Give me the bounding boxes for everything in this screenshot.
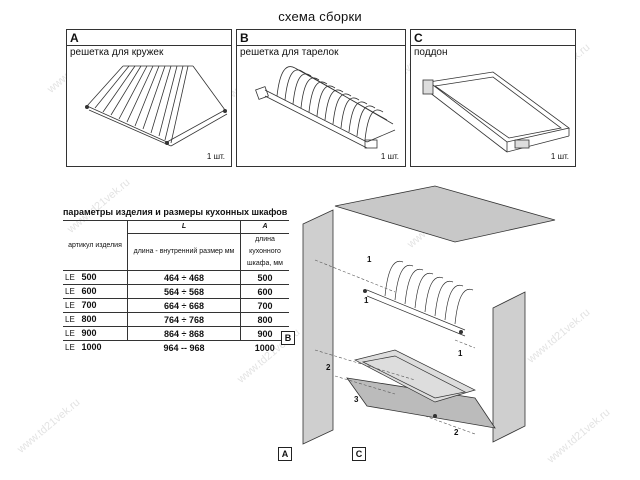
panel-a: A решетка для кружек 1 шт. [66, 29, 232, 167]
panel-c: C поддон 1 шт. [410, 29, 576, 167]
watermark-text: www.td21vek.ru [15, 396, 83, 456]
article-prefix: LE [65, 315, 75, 324]
screw-points [363, 289, 463, 418]
panel-letter: A [70, 31, 79, 45]
cabinet-caption: длина кухонного шкафа, мм [240, 233, 289, 271]
panel-label: решетка для кружек [70, 47, 164, 58]
cabinet-length: 700 [240, 298, 289, 313]
panel-letter: B [240, 31, 249, 45]
article-prefix: LE [65, 301, 75, 310]
article-prefix: LE [65, 329, 75, 338]
tray-drawing [422, 71, 570, 153]
length-range: 764 ÷ 768 [127, 312, 241, 327]
parameters-table: артикул изделия L A длина - внутренний р… [63, 220, 289, 354]
plate-rack-drawing [255, 66, 396, 149]
step-number: 2 [454, 428, 459, 437]
article-prefix: LE [65, 343, 75, 352]
cabinet-length: 500 [240, 270, 289, 285]
assembly-drawing [302, 185, 556, 445]
article-prefix: LE [65, 273, 75, 282]
cup-rack-drawing [85, 65, 228, 147]
table-row: LE 900 864 ÷ 868 900 [63, 326, 289, 341]
panel-b: B решетка для тарелок 1 шт. [236, 29, 406, 167]
step-number: 1 [364, 296, 369, 305]
panel-divider [411, 45, 575, 46]
cabinet-length: 800 [240, 312, 289, 327]
step-number: 1 [458, 349, 463, 358]
cabinet-top-panel [334, 185, 556, 243]
step-number: 1 [367, 255, 372, 264]
article-size: 500 [81, 272, 97, 282]
article-size: 600 [81, 286, 97, 296]
article-prefix: LE [65, 287, 75, 296]
cabinet-symbol: A [240, 220, 289, 234]
table-row: LE 800 764 ÷ 768 800 [63, 312, 289, 327]
article-header: артикул изделия [63, 220, 128, 271]
cup-rack-and-tray [354, 349, 476, 403]
guide-lines [314, 259, 476, 435]
cabinet-length: 1000 [254, 342, 275, 353]
table-row: LE 700 664 ÷ 668 700 [63, 298, 289, 313]
length-symbol: L [127, 220, 241, 234]
panel-quantity: 1 шт. [380, 152, 399, 161]
callout-a: A [278, 447, 292, 461]
length-range: 864 ÷ 868 [127, 326, 241, 341]
length-range: 564 ÷ 568 [127, 284, 241, 299]
panel-divider [237, 45, 405, 46]
length-range: 664 ÷ 668 [127, 298, 241, 313]
diagram-title: схема сборки [278, 9, 362, 24]
step-number: 2 [326, 363, 331, 372]
cabinet-length: 600 [240, 284, 289, 299]
callout-c: C [352, 447, 366, 461]
article-size: 700 [81, 300, 97, 310]
callout-b: B [281, 331, 295, 345]
cabinet-length: 900 [240, 326, 289, 341]
panel-divider [67, 45, 231, 46]
panel-letter: C [414, 31, 423, 45]
table-row: LE 500 464 ÷ 468 500 [63, 270, 289, 285]
length-range: 464 ÷ 468 [127, 270, 241, 285]
panel-quantity: 1 шт. [206, 152, 225, 161]
plate-rack [366, 260, 474, 337]
table-row: LE 1000 964 -- 968 1000 [63, 341, 289, 355]
article-size: 1000 [81, 342, 102, 352]
article-size: 900 [81, 328, 97, 338]
length-range: 964 -- 968 [163, 342, 205, 353]
panel-label: решетка для тарелок [240, 47, 339, 58]
article-size: 800 [81, 314, 97, 324]
panel-quantity: 1 шт. [550, 152, 569, 161]
length-caption: длина - внутренний размер мм [127, 233, 241, 271]
left-cabinet-wall [302, 209, 334, 445]
table-title: параметры изделия и размеры кухонных шка… [63, 207, 288, 217]
table-row: LE 600 564 ÷ 568 600 [63, 284, 289, 299]
step-number: 3 [354, 395, 359, 404]
right-cabinet-wall [492, 291, 526, 443]
panel-label: поддон [414, 47, 448, 58]
